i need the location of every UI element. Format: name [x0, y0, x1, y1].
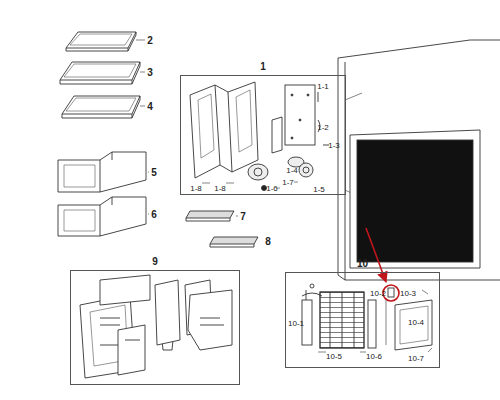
callout-number: 1-8 [189, 184, 203, 193]
callout-number: 10-1 [287, 319, 305, 328]
callout-number: 9 [71, 256, 239, 268]
callout-number: 1-5 [312, 185, 326, 194]
callout-number: 10-7 [407, 354, 425, 363]
callout-number: 4 [146, 101, 154, 112]
parts-frame: 9 [70, 270, 240, 385]
callout-number: 1-3 [327, 141, 341, 150]
callout-number: 10-3 [399, 289, 417, 298]
callout-number: 8 [264, 236, 272, 247]
callout-number: 1-6 [265, 184, 279, 193]
callout-number: 5 [150, 167, 158, 178]
callout-number: 10-2 [369, 289, 387, 298]
callout-number: 10-6 [365, 352, 383, 361]
callout-number: 1-1 [316, 82, 330, 91]
callout-number: 1 [181, 61, 345, 73]
callout-number: 1-4 [285, 166, 299, 175]
callout-number: 1-2 [316, 123, 330, 132]
callout-number: 7 [239, 211, 247, 222]
callout-number: 10 [286, 258, 439, 270]
callout-number: 1-8 [213, 184, 227, 193]
parts-frame: 1 [180, 75, 346, 195]
callout-number: 6 [150, 209, 158, 220]
callout-number: 10-4 [407, 318, 425, 327]
callout-number: 3 [146, 67, 154, 78]
callout-number: 2 [146, 35, 154, 46]
callout-number: 1-7 [281, 178, 295, 187]
callout-number: 10-5 [325, 352, 343, 361]
